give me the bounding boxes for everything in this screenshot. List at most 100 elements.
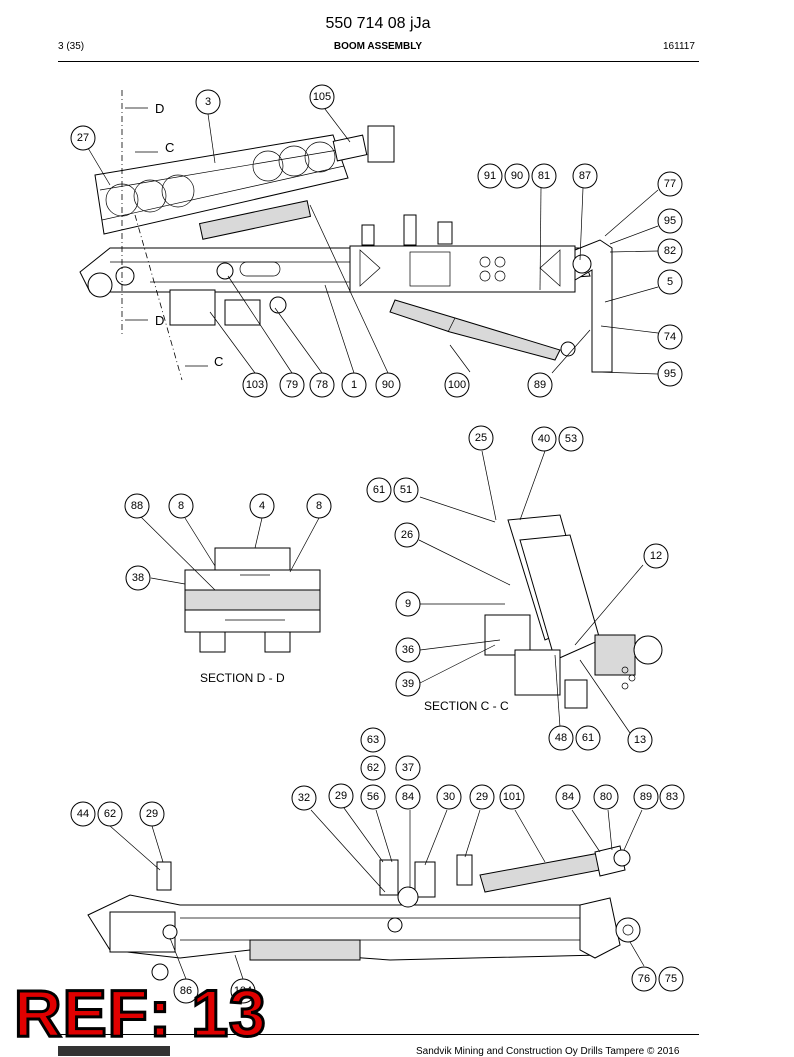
svg-text:80: 80 bbox=[600, 791, 612, 803]
callouts-top-view: 3 105 27 91 90 81 87 77 95 82 5 74 95 10… bbox=[70, 84, 683, 398]
svg-text:101: 101 bbox=[503, 791, 521, 803]
svg-text:79: 79 bbox=[286, 379, 298, 391]
callout: 75 bbox=[658, 966, 684, 992]
svg-text:26: 26 bbox=[401, 529, 413, 541]
callout: 3 bbox=[195, 89, 221, 115]
svg-text:1: 1 bbox=[351, 379, 357, 391]
callout: 30 bbox=[436, 784, 462, 810]
callout: 89 bbox=[633, 784, 659, 810]
svg-text:75: 75 bbox=[665, 973, 677, 985]
svg-text:40: 40 bbox=[538, 433, 550, 445]
leader-lines bbox=[87, 108, 659, 980]
callout: 29 bbox=[139, 801, 165, 827]
callout: 88 bbox=[124, 493, 150, 519]
svg-text:87: 87 bbox=[579, 170, 591, 182]
callout: 25 bbox=[468, 425, 494, 451]
callout: 104 bbox=[230, 978, 256, 1004]
svg-text:61: 61 bbox=[373, 484, 385, 496]
svg-text:3: 3 bbox=[205, 96, 211, 108]
svg-text:32: 32 bbox=[298, 792, 310, 804]
cut-mark-c-top: C bbox=[165, 140, 174, 155]
svg-text:29: 29 bbox=[476, 791, 488, 803]
svg-text:13: 13 bbox=[634, 734, 646, 746]
callout: 39 bbox=[395, 671, 421, 697]
callout: 26 bbox=[394, 522, 420, 548]
callout: 103 bbox=[242, 372, 268, 398]
svg-text:44: 44 bbox=[77, 808, 89, 820]
cut-mark-c-bottom: C bbox=[214, 354, 223, 369]
svg-text:78: 78 bbox=[316, 379, 328, 391]
callout: 62 bbox=[360, 755, 386, 781]
footer-rule bbox=[58, 1034, 699, 1035]
callout: 76 bbox=[631, 966, 657, 992]
callout: 81 bbox=[531, 163, 557, 189]
callout: 61 bbox=[366, 477, 392, 503]
cut-mark-d-top: D bbox=[155, 101, 164, 116]
callout: 37 bbox=[395, 755, 421, 781]
svg-text:62: 62 bbox=[367, 762, 379, 774]
footer-copyright: Sandvik Mining and Construction Oy Drill… bbox=[416, 1046, 680, 1057]
section-d-d-drawing bbox=[184, 547, 321, 653]
document-title: BOOM ASSEMBLY bbox=[333, 41, 423, 52]
callout: 32 bbox=[291, 785, 317, 811]
svg-text:103: 103 bbox=[246, 379, 264, 391]
svg-text:38: 38 bbox=[132, 572, 144, 584]
callout: 51 bbox=[393, 477, 419, 503]
svg-text:88: 88 bbox=[131, 500, 143, 512]
callout: 29 bbox=[469, 784, 495, 810]
svg-text:84: 84 bbox=[402, 791, 414, 803]
callout: 13 bbox=[627, 727, 653, 753]
svg-text:53: 53 bbox=[565, 433, 577, 445]
svg-text:86: 86 bbox=[180, 985, 192, 997]
svg-text:9: 9 bbox=[405, 598, 411, 610]
callout: 90 bbox=[504, 163, 530, 189]
svg-text:39: 39 bbox=[402, 678, 414, 690]
callout: 48 bbox=[548, 725, 574, 751]
callout: 87 bbox=[572, 163, 598, 189]
callout: 5 bbox=[657, 269, 683, 295]
callout: 83 bbox=[659, 784, 685, 810]
callout: 8 bbox=[306, 493, 332, 519]
callout: 53 bbox=[558, 426, 584, 452]
callout: 29 bbox=[328, 783, 354, 809]
callout: 62 bbox=[97, 801, 123, 827]
svg-text:51: 51 bbox=[400, 484, 412, 496]
callout: 61 bbox=[575, 725, 601, 751]
cut-mark-d-bottom: D bbox=[155, 313, 164, 328]
svg-text:91: 91 bbox=[484, 170, 496, 182]
svg-text:63: 63 bbox=[367, 734, 379, 746]
svg-text:29: 29 bbox=[146, 808, 158, 820]
svg-text:90: 90 bbox=[382, 379, 394, 391]
callout: 100 bbox=[444, 372, 470, 398]
callout: 36 bbox=[395, 637, 421, 663]
callout: 77 bbox=[657, 171, 683, 197]
svg-text:76: 76 bbox=[638, 973, 650, 985]
svg-text:56: 56 bbox=[367, 791, 379, 803]
svg-text:84: 84 bbox=[562, 791, 574, 803]
callout: 84 bbox=[395, 784, 421, 810]
callout: 78 bbox=[309, 372, 335, 398]
callout: 80 bbox=[593, 784, 619, 810]
callout: 91 bbox=[477, 163, 503, 189]
ref-stamp: REF: 13 bbox=[13, 976, 268, 1050]
callout: 12 bbox=[643, 543, 669, 569]
svg-text:30: 30 bbox=[443, 791, 455, 803]
svg-text:37: 37 bbox=[402, 762, 414, 774]
svg-text:12: 12 bbox=[650, 550, 662, 562]
callout: 86 bbox=[173, 978, 199, 1004]
svg-text:95: 95 bbox=[664, 368, 676, 380]
callout: 27 bbox=[70, 125, 96, 151]
svg-text:36: 36 bbox=[402, 644, 414, 656]
callout: 4 bbox=[249, 493, 275, 519]
top-view-drawing bbox=[79, 90, 613, 381]
svg-text:83: 83 bbox=[666, 791, 678, 803]
svg-text:81: 81 bbox=[538, 170, 550, 182]
callouts-section-d: 88 8 4 8 38 bbox=[124, 493, 332, 591]
svg-text:82: 82 bbox=[664, 245, 676, 257]
svg-text:4: 4 bbox=[259, 500, 265, 512]
callouts-section-c: 25 40 53 61 51 26 12 9 36 39 48 61 13 bbox=[366, 425, 669, 753]
svg-text:105: 105 bbox=[313, 91, 331, 103]
callout: 1 bbox=[341, 372, 367, 398]
callout: 9 bbox=[395, 591, 421, 617]
